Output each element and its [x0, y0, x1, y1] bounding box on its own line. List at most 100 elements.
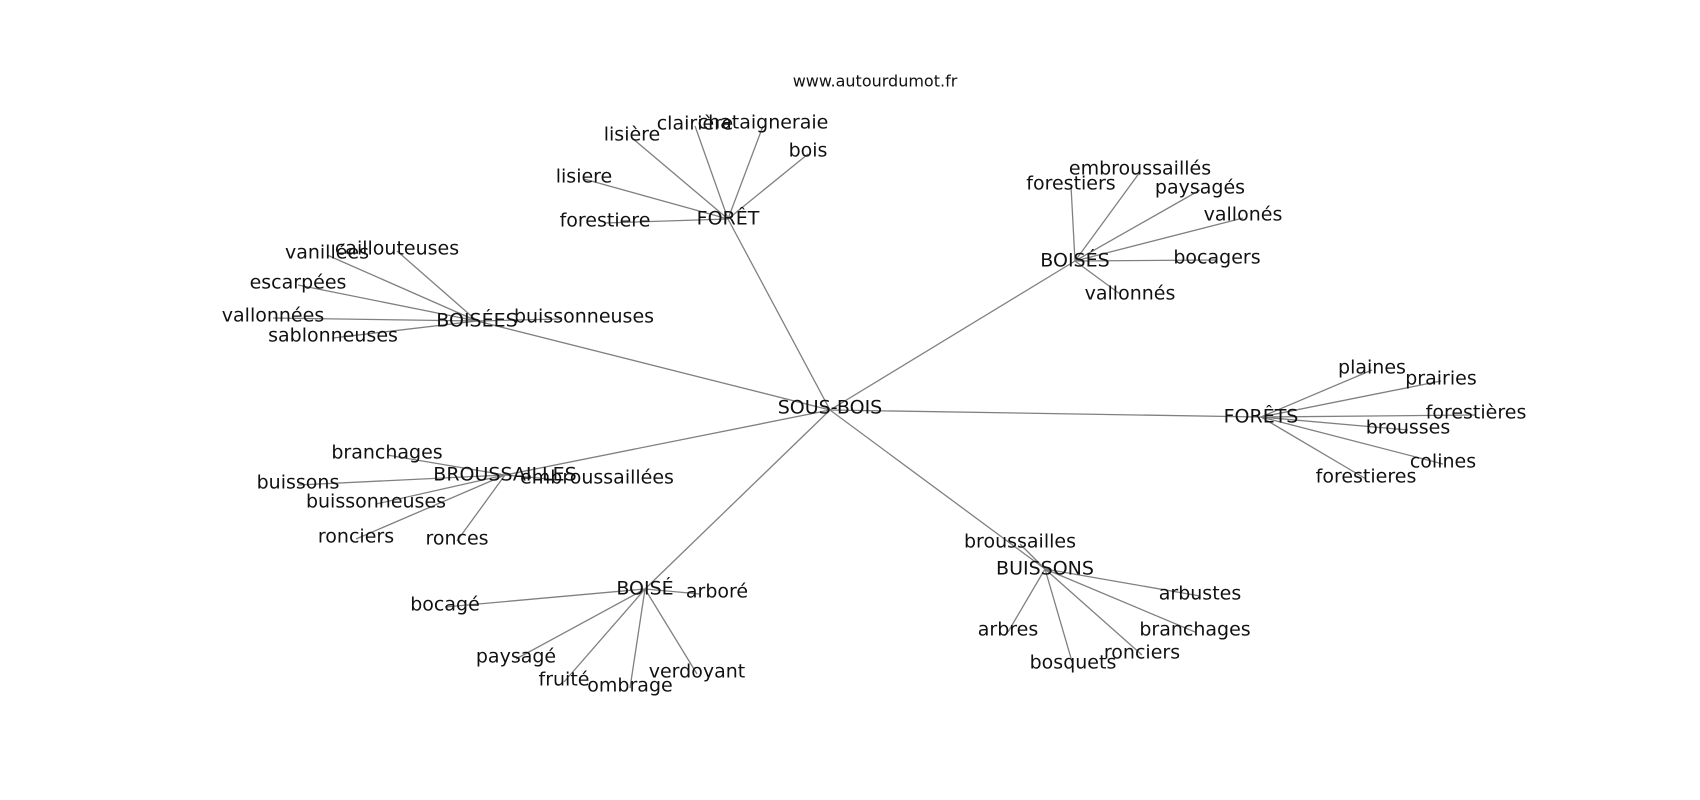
word-node[interactable]: buissonneuses	[514, 306, 654, 328]
word-node[interactable]: ronciers	[1104, 642, 1180, 664]
hub-word-edge	[396, 250, 478, 322]
center-hub-edge	[504, 409, 831, 476]
word-node[interactable]: caillouteuses	[335, 238, 459, 260]
hub-word-edge	[604, 218, 729, 224]
hub-node-broussailles[interactable]: BROUSSAILLES	[433, 464, 576, 486]
center-node[interactable]: SOUS-BOIS	[778, 397, 882, 419]
word-node[interactable]: embroussaillées	[520, 467, 674, 489]
hub-word-edge	[332, 320, 478, 339]
word-node[interactable]: branchages	[1139, 619, 1250, 641]
word-node[interactable]: colines	[1410, 451, 1476, 473]
hub-word-edge	[1074, 171, 1141, 262]
word-node[interactable]: chataigneraie	[698, 112, 829, 134]
word-node[interactable]: forestiers	[1026, 173, 1115, 195]
hub-word-edge	[386, 454, 506, 476]
word-node[interactable]: arboré	[686, 581, 748, 603]
hub-word-edge	[1019, 543, 1046, 570]
hub-node-forets[interactable]: FORÊTS	[1224, 405, 1299, 428]
word-node[interactable]: verdoyant	[649, 661, 745, 683]
center-hub-edge	[476, 320, 831, 411]
center-hub-edge	[829, 409, 1262, 418]
word-node[interactable]: ombrage	[587, 675, 672, 697]
hub-word-edge	[583, 178, 729, 220]
word-node[interactable]: escarpées	[250, 272, 347, 294]
word-node[interactable]: buissons	[257, 472, 340, 494]
hub-word-edge	[1044, 568, 1143, 656]
hub-word-edge	[504, 474, 561, 481]
hub-word-edge	[297, 474, 506, 486]
hub-word-edge	[1260, 416, 1409, 431]
hub-word-edge	[1260, 416, 1444, 465]
word-node[interactable]: vallonés	[1204, 204, 1283, 226]
word-node[interactable]: forestières	[1426, 402, 1527, 424]
word-node[interactable]: lisiere	[556, 166, 613, 188]
hub-word-edge	[694, 125, 729, 220]
hub-node-foret[interactable]: FORÊT	[697, 207, 760, 230]
hub-word-edge	[375, 474, 506, 505]
hub-word-edge	[1260, 414, 1477, 418]
word-node[interactable]: buissonneuses	[306, 491, 446, 513]
hub-word-edge	[644, 588, 698, 675]
word-node[interactable]: paysagés	[1155, 177, 1245, 199]
hub-node-boises[interactable]: BOISÉS	[1040, 249, 1109, 272]
word-node[interactable]: ronciers	[318, 526, 394, 548]
hub-word-edge	[1260, 416, 1367, 480]
hub-word-edge	[444, 588, 646, 608]
hub-word-edge	[1074, 260, 1121, 295]
hub-node-boise[interactable]: BOISÉ	[616, 577, 673, 600]
hub-word-edge	[326, 254, 478, 322]
word-node[interactable]: clairière	[657, 113, 734, 135]
hub-word-edge	[1074, 259, 1218, 262]
word-node[interactable]: vallonnées	[222, 305, 324, 327]
word-node[interactable]: forestieres	[1316, 466, 1417, 488]
center-hub-edge	[829, 409, 1046, 570]
word-node[interactable]: branchages	[331, 442, 442, 464]
word-node[interactable]: arbres	[978, 619, 1039, 641]
word-node[interactable]: forestiere	[560, 210, 651, 232]
hub-word-edge	[515, 588, 646, 660]
word-node[interactable]: sablonneuses	[268, 325, 398, 347]
hub-word-edge	[297, 284, 478, 322]
hub-word-edge	[476, 318, 561, 322]
hub-word-edge	[1260, 369, 1373, 418]
word-node[interactable]: brousses	[1366, 417, 1451, 439]
word-node[interactable]: bocagé	[410, 594, 480, 616]
center-hub-edge	[727, 218, 831, 411]
hub-word-edge	[563, 588, 646, 683]
center-hub-edge	[644, 409, 831, 590]
word-node[interactable]: paysagé	[476, 646, 556, 668]
word-node[interactable]: bosquets	[1030, 652, 1117, 674]
hub-word-edge	[727, 153, 809, 220]
word-node[interactable]: ronces	[425, 528, 488, 550]
hub-word-edge	[1044, 568, 1196, 633]
hub-word-edge	[272, 317, 478, 322]
hub-word-edge	[629, 588, 646, 689]
center-hub-edge	[829, 260, 1076, 411]
word-node[interactable]: fruité	[539, 669, 590, 691]
word-node[interactable]: lisière	[604, 124, 661, 146]
word-node[interactable]: bocagers	[1173, 247, 1260, 269]
hub-word-edge	[1044, 568, 1201, 597]
word-node[interactable]: broussailles	[964, 531, 1076, 553]
hub-node-buissons[interactable]: BUISSONS	[996, 558, 1094, 580]
hub-word-edge	[1260, 380, 1442, 418]
hub-word-edge	[631, 137, 729, 220]
hub-word-edge	[355, 474, 506, 540]
hub-word-edge	[727, 125, 764, 220]
hub-word-edge	[1074, 217, 1244, 262]
hub-word-edge	[1070, 185, 1076, 262]
hub-word-edge	[1044, 568, 1074, 666]
hub-word-edge	[456, 474, 506, 542]
word-node[interactable]: arbustes	[1159, 583, 1242, 605]
word-node[interactable]: vanillées	[285, 242, 369, 264]
hub-node-boisees[interactable]: BOISÉES	[436, 309, 517, 332]
word-node[interactable]: vallonnés	[1085, 283, 1176, 305]
word-node[interactable]: bois	[789, 140, 828, 162]
site-watermark: www.autourdumot.fr	[793, 72, 958, 91]
hub-word-edge	[644, 588, 701, 595]
word-node[interactable]: plaines	[1338, 357, 1406, 379]
word-node[interactable]: embroussaillés	[1069, 158, 1211, 180]
word-node[interactable]: prairies	[1405, 368, 1476, 390]
